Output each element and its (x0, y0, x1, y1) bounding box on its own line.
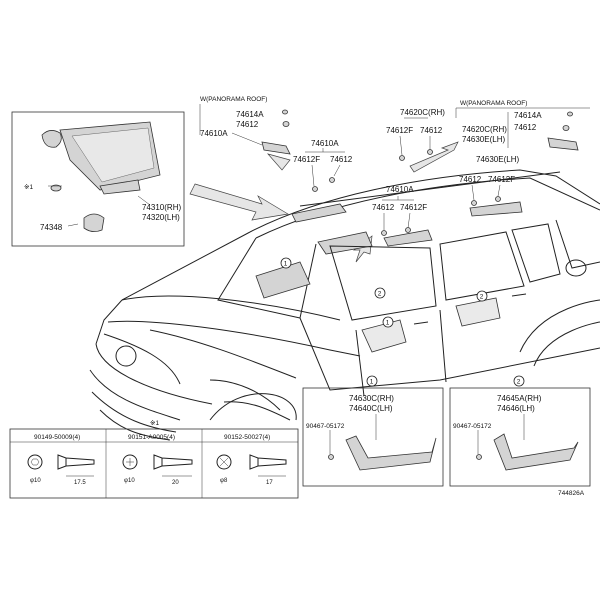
callout-1-text-b: 1 (386, 320, 390, 327)
label-74610A-b: 74610A (386, 185, 414, 194)
assist-grip-left (261, 141, 291, 155)
screw-2-part: 90151-A0005(4) (128, 434, 175, 441)
visor-hinge (41, 130, 62, 148)
screw-1-dia: 10 (34, 478, 41, 484)
screw-3-side-icon (249, 454, 287, 470)
label-74612-left: 74612 (236, 120, 259, 129)
screw-2-len: 20 (172, 480, 179, 486)
label-74630E-right: 74630E(LH) (462, 135, 505, 144)
screw-2-note: ※1 (150, 420, 159, 427)
detail-1-callout (366, 375, 378, 387)
label-74348: 74348 (40, 223, 63, 232)
label-74310: 74310(RH) (142, 203, 181, 212)
screw-1-len: 17.5 (74, 480, 86, 486)
label-74630E-mid: 74630E(LH) (476, 155, 519, 164)
label-74620C-right: 74620C(RH) (462, 125, 507, 134)
detail-1-num: 1 (370, 379, 374, 386)
screw-3-dia: 8 (224, 478, 228, 484)
detail-1-clip: 90467-05172 (306, 423, 345, 430)
callout-1-text: 1 (284, 261, 288, 268)
panorama-note-left: W(PANORAMA ROOF) (200, 96, 267, 103)
sun-visor-mounted (291, 203, 347, 223)
screw-3-len: 17 (266, 480, 273, 486)
label-74612-b: 74612 (420, 126, 443, 135)
callout-1-car (280, 257, 292, 269)
callout-2-text-a: 2 (378, 291, 382, 298)
screw-1-side-icon (57, 454, 95, 470)
label-74610A-left: 74610A (200, 129, 228, 138)
vehicle-outline (89, 169, 600, 441)
detail-2-callout (513, 375, 525, 387)
screw-1-head-icon (27, 454, 43, 470)
detail-1-part-lh: 74640C(LH) (349, 404, 393, 413)
visor-inset-box (11, 111, 185, 247)
detail-2-num: 2 (517, 379, 521, 386)
note-mark-visor: ※1 (24, 184, 33, 191)
label-74612-d: 74612 (459, 175, 482, 184)
callout-1-car-b (382, 316, 394, 328)
callout-2-text-b: 2 (480, 294, 484, 301)
callout-2-car-b (476, 290, 488, 302)
label-74612-mid: 74612 (330, 155, 353, 164)
panorama-note-right: W(PANORAMA ROOF) (460, 100, 527, 107)
screw-3-head-icon (216, 454, 232, 470)
label-74612-c: 74612 (372, 203, 395, 212)
detail-2-clip: 90467-05172 (453, 423, 492, 430)
screw-2-side-icon (153, 454, 193, 470)
pointer-arrow-c (409, 141, 459, 173)
visor-screw (50, 184, 62, 192)
screw-table (9, 428, 299, 499)
label-74610A-mid: 74610A (311, 139, 339, 148)
assist-grip-right (547, 137, 579, 151)
trim-part-1 (345, 435, 437, 471)
label-74614A-left: 74614A (236, 110, 264, 119)
callout-2-car-a (374, 287, 386, 299)
svg-text:φ: φ (124, 478, 128, 484)
detail-2-part-lh: 74646(LH) (497, 404, 535, 413)
pointer-arrow-big (189, 183, 289, 221)
label-74612F-b: 74612F (386, 126, 413, 135)
detail-box-1 (302, 387, 444, 487)
screw-3-part: 90152-50027(4) (224, 434, 270, 441)
svg-text:φ: φ (30, 478, 34, 484)
pointer-arrow-a (266, 153, 291, 171)
svg-text:φ: φ (220, 478, 224, 484)
screw-1-part: 90149-50009(4) (34, 434, 80, 441)
label-74614A-right: 74614A (514, 111, 542, 120)
detail-box-2 (449, 387, 591, 487)
screw-2-dia: 10 (128, 478, 135, 484)
detail-2-part-rh: 74645A(RH) (497, 394, 542, 403)
visor-holder (83, 213, 105, 232)
label-74612F-mid: 74612F (293, 155, 320, 164)
label-74612F-c: 74612F (400, 203, 427, 212)
detail-1-part-rh: 74630C(RH) (349, 394, 394, 403)
label-74320: 74320(LH) (142, 213, 180, 222)
diagram-id: 744826A (558, 490, 585, 497)
label-74612-right: 74612 (514, 123, 537, 132)
label-74620C-mid: 74620C(RH) (400, 108, 445, 117)
screw-2-head-icon (122, 454, 138, 470)
trim-part-2 (493, 433, 579, 471)
